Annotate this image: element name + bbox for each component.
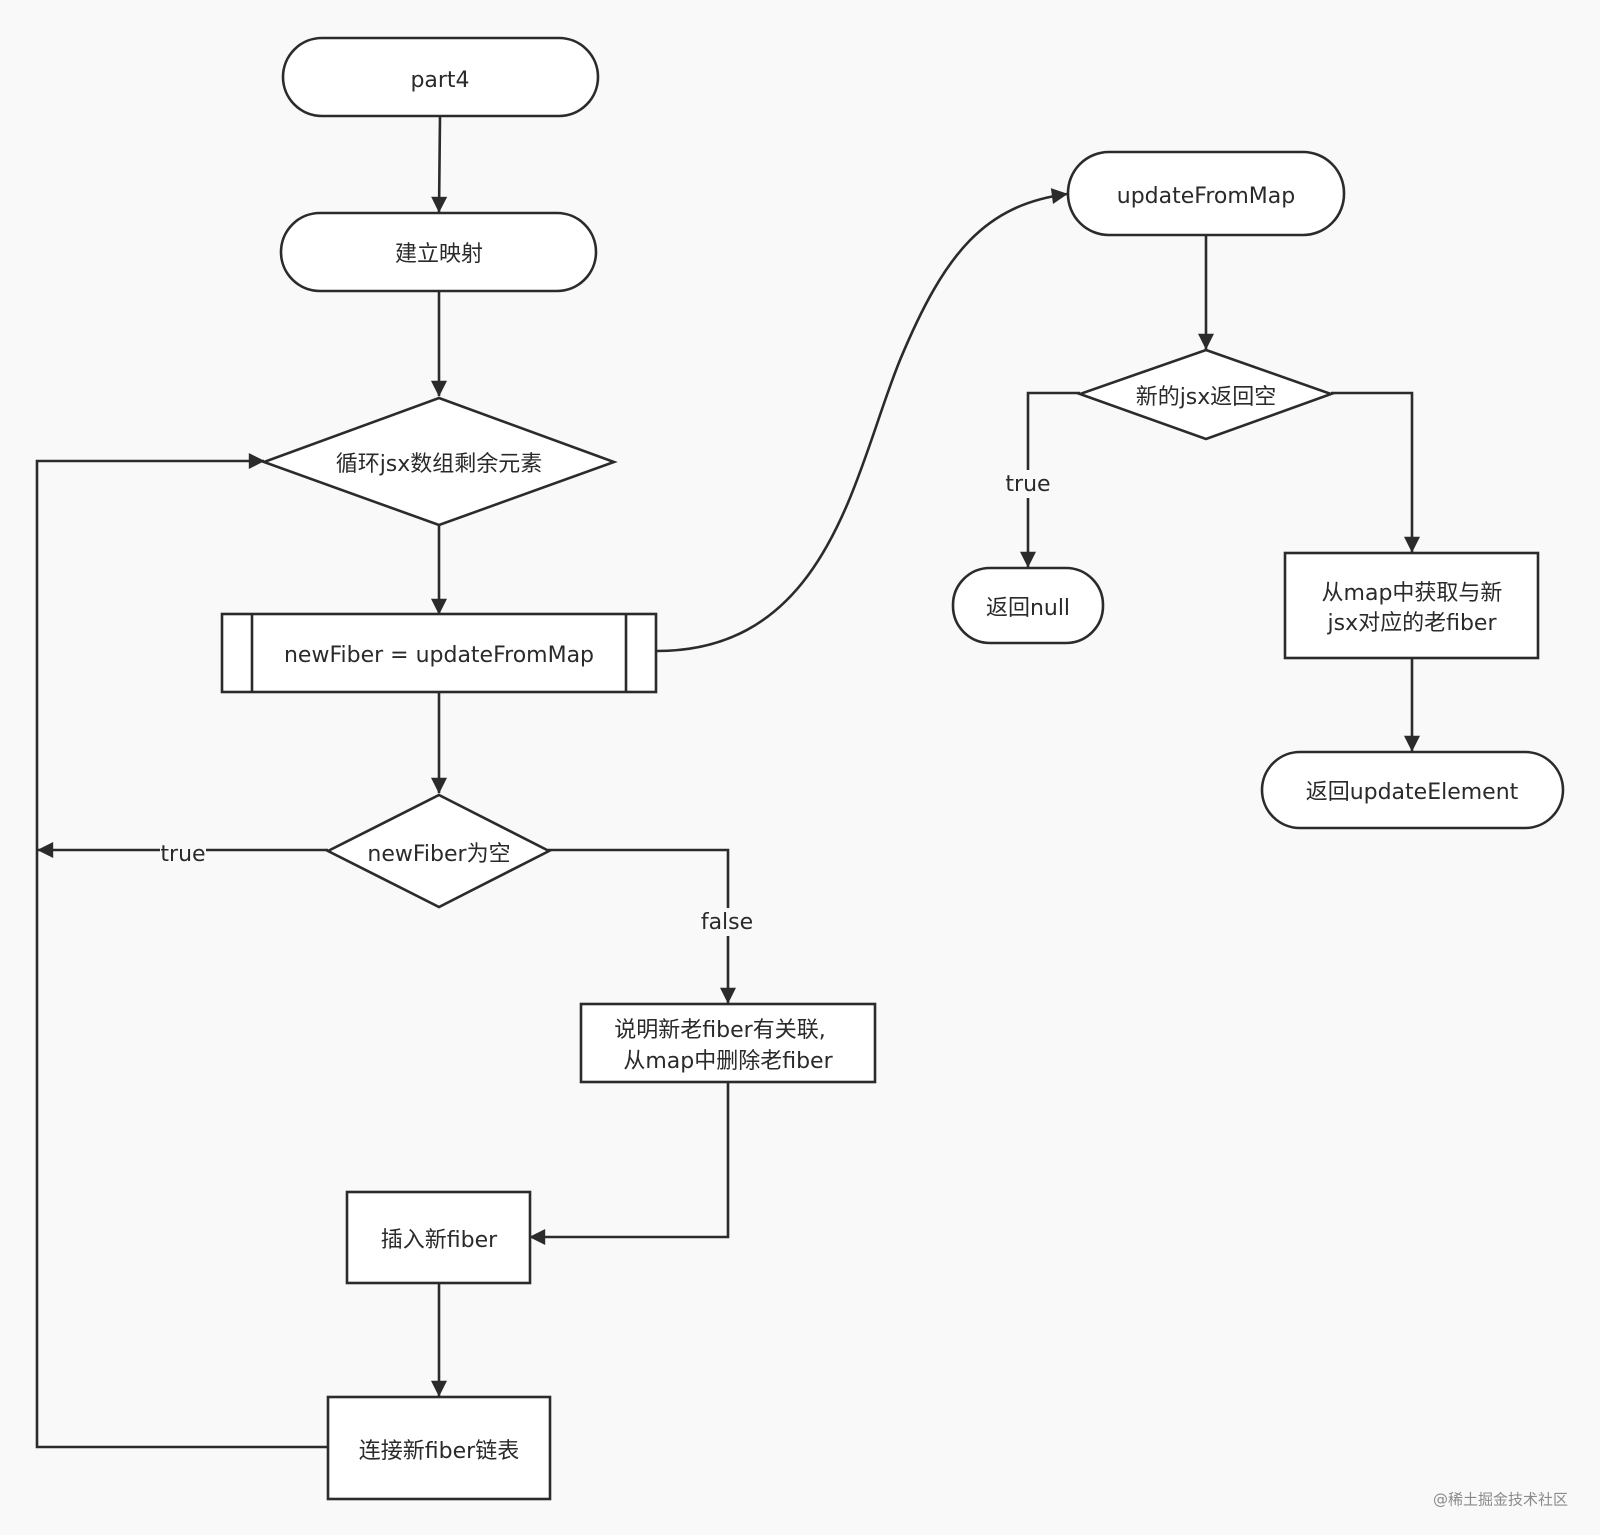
node-new-fiber-process: newFiber = updateFromMap (220, 612, 658, 694)
node-build-map: 建立映射 (279, 211, 598, 293)
edge-new-fiber-to-update-from-map (656, 188, 1068, 653)
edge-empty-false-to-related (548, 848, 736, 1004)
edge-related-to-insert (529, 1082, 730, 1245)
node-get-old-process: 从map中获取与新 jsx对应的老fiber (1283, 551, 1540, 660)
edge-labels: true false true (160, 470, 1052, 936)
node-part4: part4 (281, 36, 600, 118)
edge-connect-loop-back (35, 453, 328, 1449)
node-update-from-map: updateFromMap (1066, 150, 1346, 237)
node-return-null: 返回null (951, 566, 1105, 645)
node-new-fiber-label: newFiber = updateFromMap (284, 643, 594, 668)
node-related-process: 说明新老fiber有关联, 从map中删除老fiber (579, 1002, 877, 1084)
node-part4-label: part4 (410, 68, 469, 93)
node-fiber-empty-decision: newFiber为空 (325, 793, 552, 909)
node-insert-label: 插入新fiber (381, 1228, 498, 1253)
edge-label-empty-true: true (160, 842, 205, 867)
node-return-update-label: 返回updateElement (1306, 780, 1519, 805)
node-build-map-label: 建立映射 (395, 242, 483, 267)
node-return-null-label: 返回null (986, 596, 1070, 621)
edge-label-empty-false: false (701, 910, 753, 935)
edge-label-null-true: true (1005, 472, 1050, 497)
node-connect-label: 连接新fiber链表 (359, 1439, 519, 1464)
edge-jsx-null-false-to-get-old (1331, 391, 1420, 553)
node-get-old-label-line1: 从map中获取与新 (1322, 581, 1503, 606)
node-get-old-label-line2: jsx对应的老fiber (1327, 611, 1498, 636)
node-related-label-line1: 说明新老fiber有关联, (614, 1018, 825, 1043)
node-jsx-null-decision: 新的jsx返回空 (1076, 348, 1335, 441)
watermark: @稀土掘金技术社区 (1433, 1491, 1568, 1509)
node-insert-process: 插入新fiber (345, 1190, 532, 1285)
node-related-label-line2: 从map中删除老fiber (623, 1049, 833, 1074)
node-loop-label: 循环jsx数组剩余元素 (336, 452, 543, 477)
edge-part4-to-build-map (431, 116, 448, 213)
edge-jsx-null-true-to-return-null (1020, 391, 1080, 568)
node-jsx-null-label: 新的jsx返回空 (1136, 385, 1277, 410)
node-fiber-empty-label: newFiber为空 (367, 842, 510, 867)
node-return-update: 返回updateElement (1260, 750, 1565, 830)
edges (35, 116, 1420, 1449)
node-connect-process: 连接新fiber链表 (326, 1395, 552, 1501)
node-loop-decision: 循环jsx数组剩余元素 (260, 396, 618, 527)
node-update-from-map-label: updateFromMap (1117, 184, 1295, 209)
